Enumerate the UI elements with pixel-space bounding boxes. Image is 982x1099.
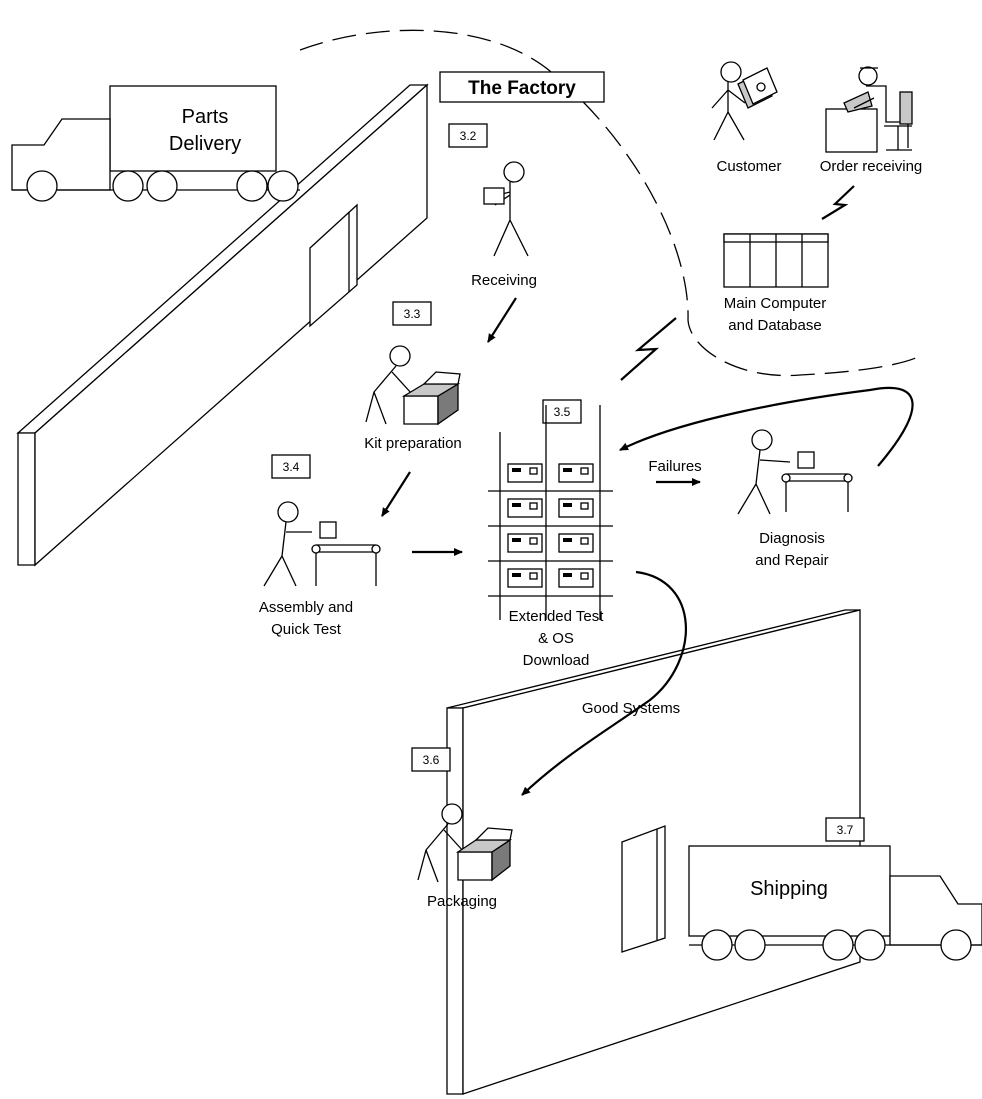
good-systems-label: Good Systems	[582, 700, 680, 717]
step-box-3-7: 3.7	[826, 818, 864, 841]
step-box-3-5: 3.5	[543, 400, 581, 423]
wheel	[735, 930, 765, 960]
lightning-bolt-icon	[822, 186, 854, 219]
shipping-label: Shipping	[750, 878, 828, 900]
main-computer-icon: Main Computer and Database	[724, 234, 828, 334]
assembly-label-line1: Assembly and	[259, 599, 353, 616]
customer-figure-icon: Customer	[712, 62, 782, 175]
test-rack-icon: Extended Test & OS Download	[488, 405, 613, 669]
svg-text:3.2: 3.2	[460, 129, 477, 143]
step-box-3-6: 3.6	[412, 748, 450, 771]
desk	[826, 109, 877, 152]
main-computer-label-line2: and Database	[728, 317, 821, 334]
extended-test-label-line2: & OS	[538, 630, 574, 647]
parts-label-line1: Parts	[182, 106, 229, 128]
svg-text:3.4: 3.4	[283, 460, 300, 474]
assembly-figure-icon: Assembly and Quick Test	[259, 502, 380, 638]
wheel	[855, 930, 885, 960]
chair-back	[900, 92, 912, 124]
wheel	[237, 171, 267, 201]
package-icon	[484, 188, 504, 204]
page-title: The Factory	[468, 78, 576, 99]
wheel	[941, 930, 971, 960]
shipping-truck-cab	[890, 876, 982, 945]
diagnosis-label-line2: and Repair	[755, 552, 828, 569]
wheel	[702, 930, 732, 960]
conveyor-icon	[782, 474, 852, 512]
wheel	[823, 930, 853, 960]
parts-delivery-truck: Parts Delivery	[12, 86, 300, 201]
lower-wall-door	[622, 826, 665, 952]
step-box-3-4: 3.4	[272, 455, 310, 478]
svg-text:3.5: 3.5	[554, 405, 571, 419]
receiving-figure-icon: Receiving	[471, 162, 537, 289]
svg-text:3.3: 3.3	[404, 307, 421, 321]
diagnosis-repair-figure-icon: Diagnosis and Repair	[738, 430, 852, 569]
arrow-repair-back-to-test	[620, 388, 913, 466]
parts-label-line2: Delivery	[169, 133, 241, 155]
open-box-icon	[404, 372, 460, 424]
customer-label: Customer	[716, 158, 781, 175]
kit-preparation-label: Kit preparation	[364, 435, 462, 452]
receiving-label: Receiving	[471, 272, 537, 289]
step-box-3-2: 3.2	[449, 124, 487, 147]
packaging-label: Packaging	[427, 893, 497, 910]
diagnosis-label-line1: Diagnosis	[759, 530, 825, 547]
lightning-bolt-icon-network	[621, 318, 676, 380]
order-receiving-figure-icon: Order receiving	[820, 67, 923, 175]
wheel	[268, 171, 298, 201]
extended-test-label-line1: Extended Test	[509, 608, 605, 625]
order-receiving-label: Order receiving	[820, 158, 923, 175]
arrow-receiving-to-kit	[488, 298, 516, 342]
part-icon	[798, 452, 814, 468]
factory-title-box: The Factory	[440, 72, 604, 102]
failures-label: Failures	[648, 458, 701, 475]
wheel	[113, 171, 143, 201]
svg-text:3.6: 3.6	[423, 753, 440, 767]
assembly-label-line2: Quick Test	[271, 621, 342, 638]
wheel	[27, 171, 57, 201]
main-computer-label-line1: Main Computer	[724, 295, 827, 312]
wheel	[147, 171, 177, 201]
step-box-3-3: 3.3	[393, 302, 431, 325]
svg-text:3.7: 3.7	[837, 823, 854, 837]
parts-truck-trailer	[110, 86, 276, 171]
part-icon	[320, 522, 336, 538]
extended-test-label-line3: Download	[523, 652, 590, 669]
kit-preparation-figure-icon: Kit preparation	[364, 346, 462, 452]
arrow-kit-to-assembly	[382, 472, 410, 516]
conveyor-icon	[312, 545, 380, 586]
parts-truck-cab	[12, 119, 110, 190]
